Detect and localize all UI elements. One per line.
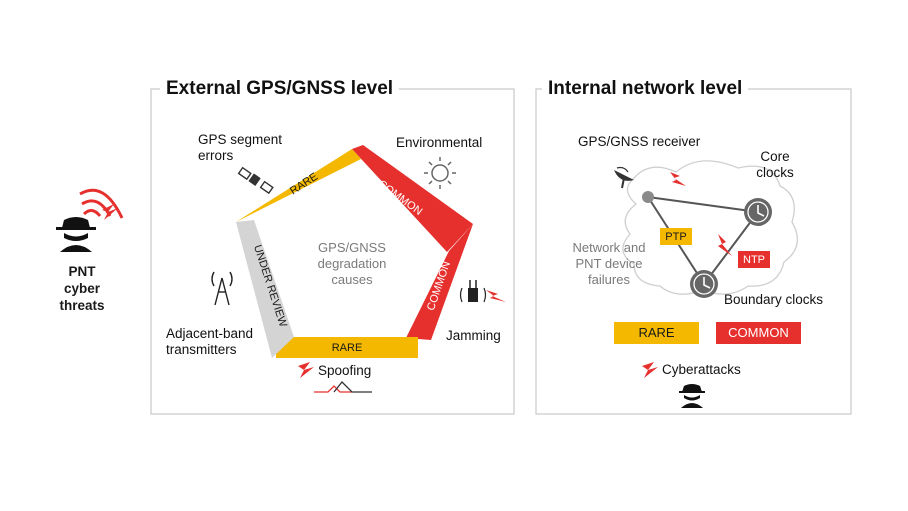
ntp-lightning-icon (718, 234, 732, 256)
spoofing-label: Spoofing (318, 363, 372, 378)
ptp-tag-box (660, 228, 692, 245)
jammer-icon (459, 280, 487, 303)
antenna-tower-icon (211, 271, 233, 306)
band-top-right-common (352, 145, 473, 252)
jamming-label: Jamming (446, 328, 501, 343)
gps-segment-label: GPS segment errors (198, 132, 283, 163)
receiver-label: GPS/GNSS receiver (578, 134, 701, 149)
jamming-lightning-icon (486, 290, 506, 302)
legend-rare-label: RARE (638, 325, 675, 340)
cloud-icon (622, 160, 799, 295)
cyberattacks-label: Cyberattacks (662, 362, 741, 377)
legend-common-label: COMMON (728, 325, 789, 340)
threat-signal-icon (79, 188, 124, 219)
band-left-review (236, 220, 294, 358)
ntp-tag: NTP (743, 254, 765, 266)
hacker-icon (56, 217, 96, 252)
core-clocks-label: Core clocks (756, 149, 794, 180)
spoofing-lightning-icon (298, 362, 314, 378)
environmental-label: Environmental (396, 135, 483, 150)
ptp-tag: PTP (665, 231, 687, 243)
band-top-left-rare (236, 149, 361, 222)
degradation-center-label: GPS/GNSS degradation causes (317, 240, 387, 287)
satellite-icon (237, 166, 274, 195)
boundary-clocks-label: Boundary clocks (724, 292, 824, 307)
legend-rare-box (614, 322, 699, 344)
band-bottom-rare (276, 337, 418, 358)
legend-common-box (716, 322, 801, 344)
sun-icon (424, 157, 456, 189)
cyber-hacker-icon (679, 384, 705, 408)
internal-title: Internal network level (542, 78, 749, 100)
core-clock-icon (744, 198, 772, 226)
spoofing-wave-icon (314, 385, 352, 393)
side-label-bottom: RARE (331, 342, 363, 354)
band-right-common (406, 224, 473, 340)
cyberattack-lightning-icon (642, 362, 658, 378)
threat-lightning-icon (102, 204, 118, 220)
spoofing-wave-icon-2 (333, 381, 372, 393)
ntp-tag-box (738, 251, 770, 268)
receiver-node (642, 191, 654, 203)
dish-icon (614, 166, 634, 189)
external-title: External GPS/GNSS level (160, 78, 400, 100)
threat-label: PNT cyber threats (59, 264, 105, 313)
failures-label: Network and PNT device failures (572, 240, 646, 287)
receiver-lightning-icon (670, 172, 686, 186)
boundary-clock-icon (690, 270, 718, 298)
adjacent-band-label: Adjacent-band transmitters (166, 326, 254, 357)
